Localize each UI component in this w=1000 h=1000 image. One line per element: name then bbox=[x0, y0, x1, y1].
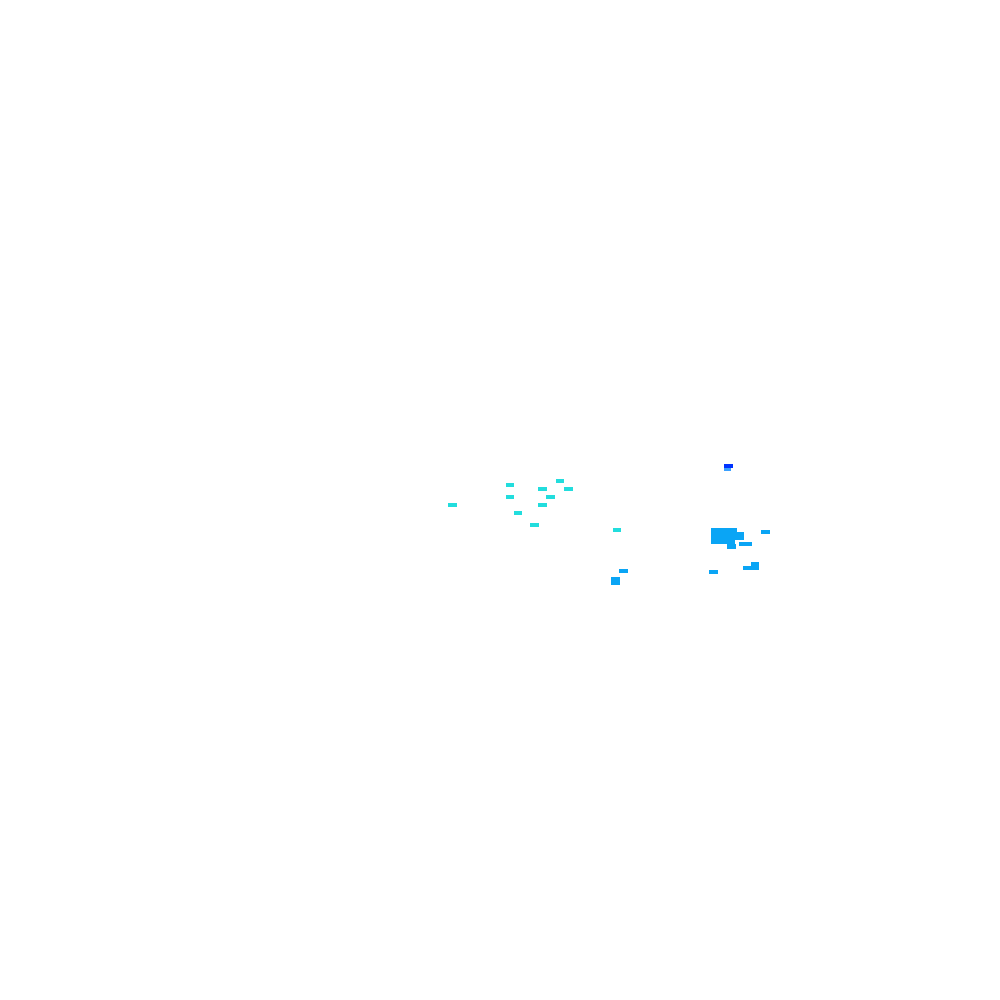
sky-blue-patch bbox=[761, 530, 770, 534]
sky-blue-patch bbox=[727, 544, 736, 549]
sky-blue-patch bbox=[743, 566, 753, 570]
cyan-patch bbox=[613, 528, 621, 532]
sky-blue-patch bbox=[709, 570, 718, 574]
cyan-patch bbox=[506, 483, 514, 487]
sky-blue-patch bbox=[751, 562, 759, 570]
sky-blue-patch bbox=[735, 532, 744, 540]
cyan-patch bbox=[538, 487, 547, 491]
sky-blue-cluster bbox=[611, 528, 770, 585]
sky-blue-patch bbox=[711, 528, 737, 536]
cyan-patch bbox=[556, 479, 564, 483]
sky-blue-patch bbox=[611, 577, 620, 585]
cyan-patch bbox=[448, 503, 457, 507]
cyan-cluster bbox=[448, 479, 621, 532]
light-blue-patch bbox=[724, 468, 731, 471]
sky-blue-patch bbox=[619, 569, 628, 573]
cyan-patch bbox=[546, 495, 555, 499]
cyan-patch bbox=[506, 495, 514, 499]
cyan-patch bbox=[514, 511, 522, 515]
sky-blue-patch bbox=[711, 536, 735, 544]
sky-blue-patch bbox=[739, 542, 752, 546]
deep-blue-patch bbox=[724, 464, 733, 468]
cyan-patch bbox=[564, 487, 573, 491]
cyan-patch bbox=[538, 503, 547, 507]
blue-cluster bbox=[724, 464, 733, 471]
cyan-patch bbox=[530, 523, 539, 527]
